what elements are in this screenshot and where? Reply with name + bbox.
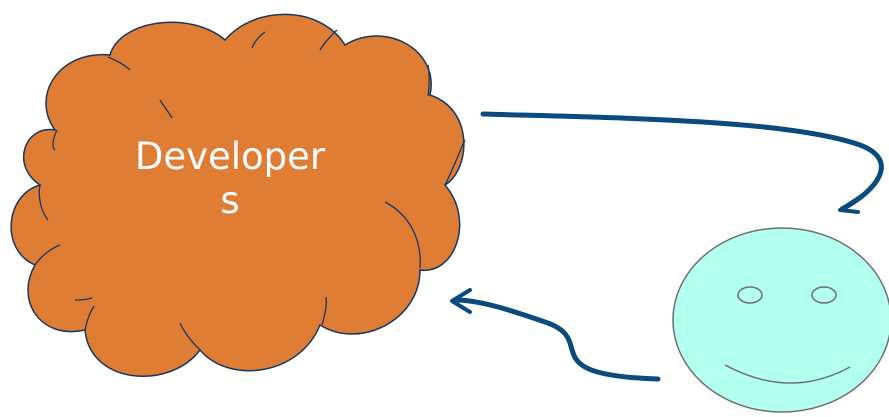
smiley-mouth: [724, 364, 851, 384]
cloud-label-developers: Developer s: [134, 135, 326, 222]
developers-cloud: [10, 13, 466, 377]
arrow-curved-right: [480, 111, 884, 212]
arrow-user-to-cloud: [450, 288, 661, 382]
arrow-cloud-to-user: [480, 111, 884, 214]
smiley-left-eye: [737, 286, 763, 304]
arrow-head-right: [838, 195, 862, 214]
smiley-face-icon: [672, 227, 889, 413]
arrow-curved-left: [452, 297, 661, 382]
smiley-face-circle: [672, 227, 889, 413]
smiley-right-eye: [811, 286, 837, 304]
arrow-head-left: [450, 288, 472, 314]
cloud-shape: [10, 13, 465, 377]
